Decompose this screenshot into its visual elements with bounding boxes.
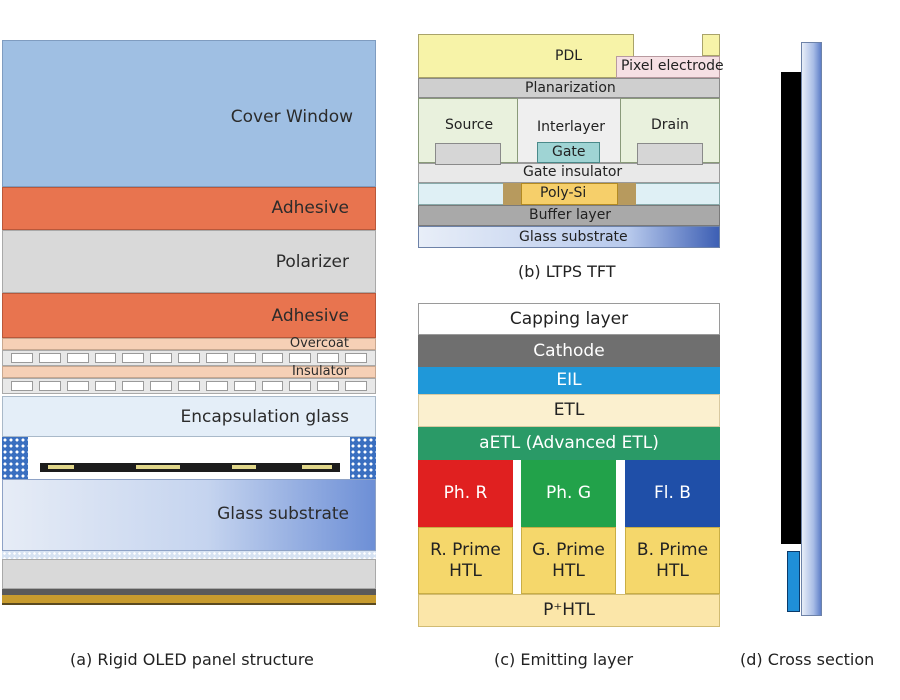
drain-label: Drain xyxy=(651,117,689,133)
cathode-label: Cathode xyxy=(533,340,605,361)
glass-substrate-layer: Glass substrate xyxy=(2,479,376,551)
bottom-gold-layer xyxy=(2,595,376,605)
tft-glass-substrate: Glass substrate xyxy=(418,226,720,248)
drain-electrode: Drain xyxy=(620,98,720,165)
source-label: Source xyxy=(445,117,494,133)
bottom-dark-layer xyxy=(2,589,376,595)
planarization-label: Planarization xyxy=(525,80,616,96)
pdl-label: PDL xyxy=(555,48,583,64)
adhesive-layer-bottom: Adhesive xyxy=(2,293,376,338)
interlayer-label: Interlayer xyxy=(537,119,605,135)
gate-label: Gate xyxy=(552,144,586,160)
aetl-layer: aETL (Advanced ETL) xyxy=(418,427,720,460)
fl-b-label: Fl. B xyxy=(654,483,691,504)
buffer-layer: Buffer layer xyxy=(418,205,720,226)
caption-c: (c) Emitting layer xyxy=(494,650,634,669)
b-prime-htl-layer: B. Prime HTL xyxy=(625,527,720,594)
polarizer-layer: Polarizer xyxy=(2,230,376,293)
phtl-label: P⁺HTL xyxy=(543,600,595,621)
planarization-layer: Planarization xyxy=(418,78,720,98)
etl-label: ETL xyxy=(553,400,585,421)
cross-section-black-layer xyxy=(781,72,801,544)
phtl-layer: P⁺HTL xyxy=(418,594,720,627)
ph-g-layer: Ph. G xyxy=(521,460,616,527)
caption-a: (a) Rigid OLED panel structure xyxy=(70,650,314,669)
ph-r-layer: Ph. R xyxy=(418,460,513,527)
polarizer-label: Polarizer xyxy=(275,252,349,272)
adhesive-label-bottom: Adhesive xyxy=(271,306,349,326)
cover-window-label: Cover Window xyxy=(230,107,353,127)
pixel-electrode-label: Pixel electrode xyxy=(621,58,724,74)
aetl-label: aETL (Advanced ETL) xyxy=(479,433,659,454)
b-prime-htl-label: B. Prime HTL xyxy=(636,540,709,581)
encapsulation-glass-label: Encapsulation glass xyxy=(180,407,349,427)
fl-b-layer: Fl. B xyxy=(625,460,720,527)
dotted-layer xyxy=(2,551,376,559)
ph-g-label: Ph. G xyxy=(545,483,591,504)
eil-label: EIL xyxy=(556,370,582,391)
insulator-label: Insulator xyxy=(291,364,349,379)
adhesive-label-top: Adhesive xyxy=(271,198,349,218)
gate-insulator-label: Gate insulator xyxy=(523,164,623,180)
encapsulation-glass-layer: Encapsulation glass xyxy=(2,396,376,437)
etl-layer: ETL xyxy=(418,394,720,427)
capping-layer-label: Capping layer xyxy=(509,308,629,329)
tft-glass-substrate-label: Glass substrate xyxy=(519,229,628,245)
adhesive-layer-top: Adhesive xyxy=(2,187,376,230)
frit-seal-right xyxy=(350,437,376,479)
ph-r-label: Ph. R xyxy=(443,483,488,504)
caption-b: (b) LTPS TFT xyxy=(518,262,616,281)
frit-seal-left xyxy=(2,437,28,479)
insulator-layer: Insulator xyxy=(2,364,376,379)
overcoat-label: Overcoat xyxy=(289,336,349,351)
glass-substrate-label: Glass substrate xyxy=(217,504,349,524)
cover-window-layer: Cover Window xyxy=(2,40,376,187)
poly-si-doped-left xyxy=(503,183,521,205)
poly-si-label: Poly-Si xyxy=(540,185,587,201)
poly-si-doped-right xyxy=(618,183,636,205)
gate-electrode: Gate xyxy=(537,142,600,163)
cross-section-glass xyxy=(801,42,822,616)
cathode-layer: Cathode xyxy=(418,335,720,367)
pdl-layer: PDL xyxy=(418,34,634,78)
caption-d: (d) Cross section xyxy=(740,650,875,669)
gate-insulator-layer: Gate insulator xyxy=(418,163,720,183)
pixel-electrode: Pixel electrode xyxy=(616,56,724,78)
cross-section-blue-layer xyxy=(787,551,800,612)
r-prime-htl-label: R. Prime HTL xyxy=(430,540,501,581)
r-prime-htl-layer: R. Prime HTL xyxy=(418,527,513,594)
touch-sensor-layer-1 xyxy=(2,350,376,366)
oled-element-strip xyxy=(40,463,340,472)
poly-si-channel: Poly-Si xyxy=(521,183,618,205)
g-prime-htl-label: G. Prime HTL xyxy=(532,540,605,581)
source-electrode: Source xyxy=(418,98,518,165)
capping-layer: Capping layer xyxy=(418,303,720,335)
back-film-layer xyxy=(2,559,376,589)
buffer-layer-label: Buffer layer xyxy=(529,207,612,223)
eil-layer: EIL xyxy=(418,367,720,394)
pdl-right-cap xyxy=(702,34,720,56)
g-prime-htl-layer: G. Prime HTL xyxy=(521,527,616,594)
overcoat-layer: Overcoat xyxy=(2,336,376,351)
touch-sensor-layer-2 xyxy=(2,378,376,394)
